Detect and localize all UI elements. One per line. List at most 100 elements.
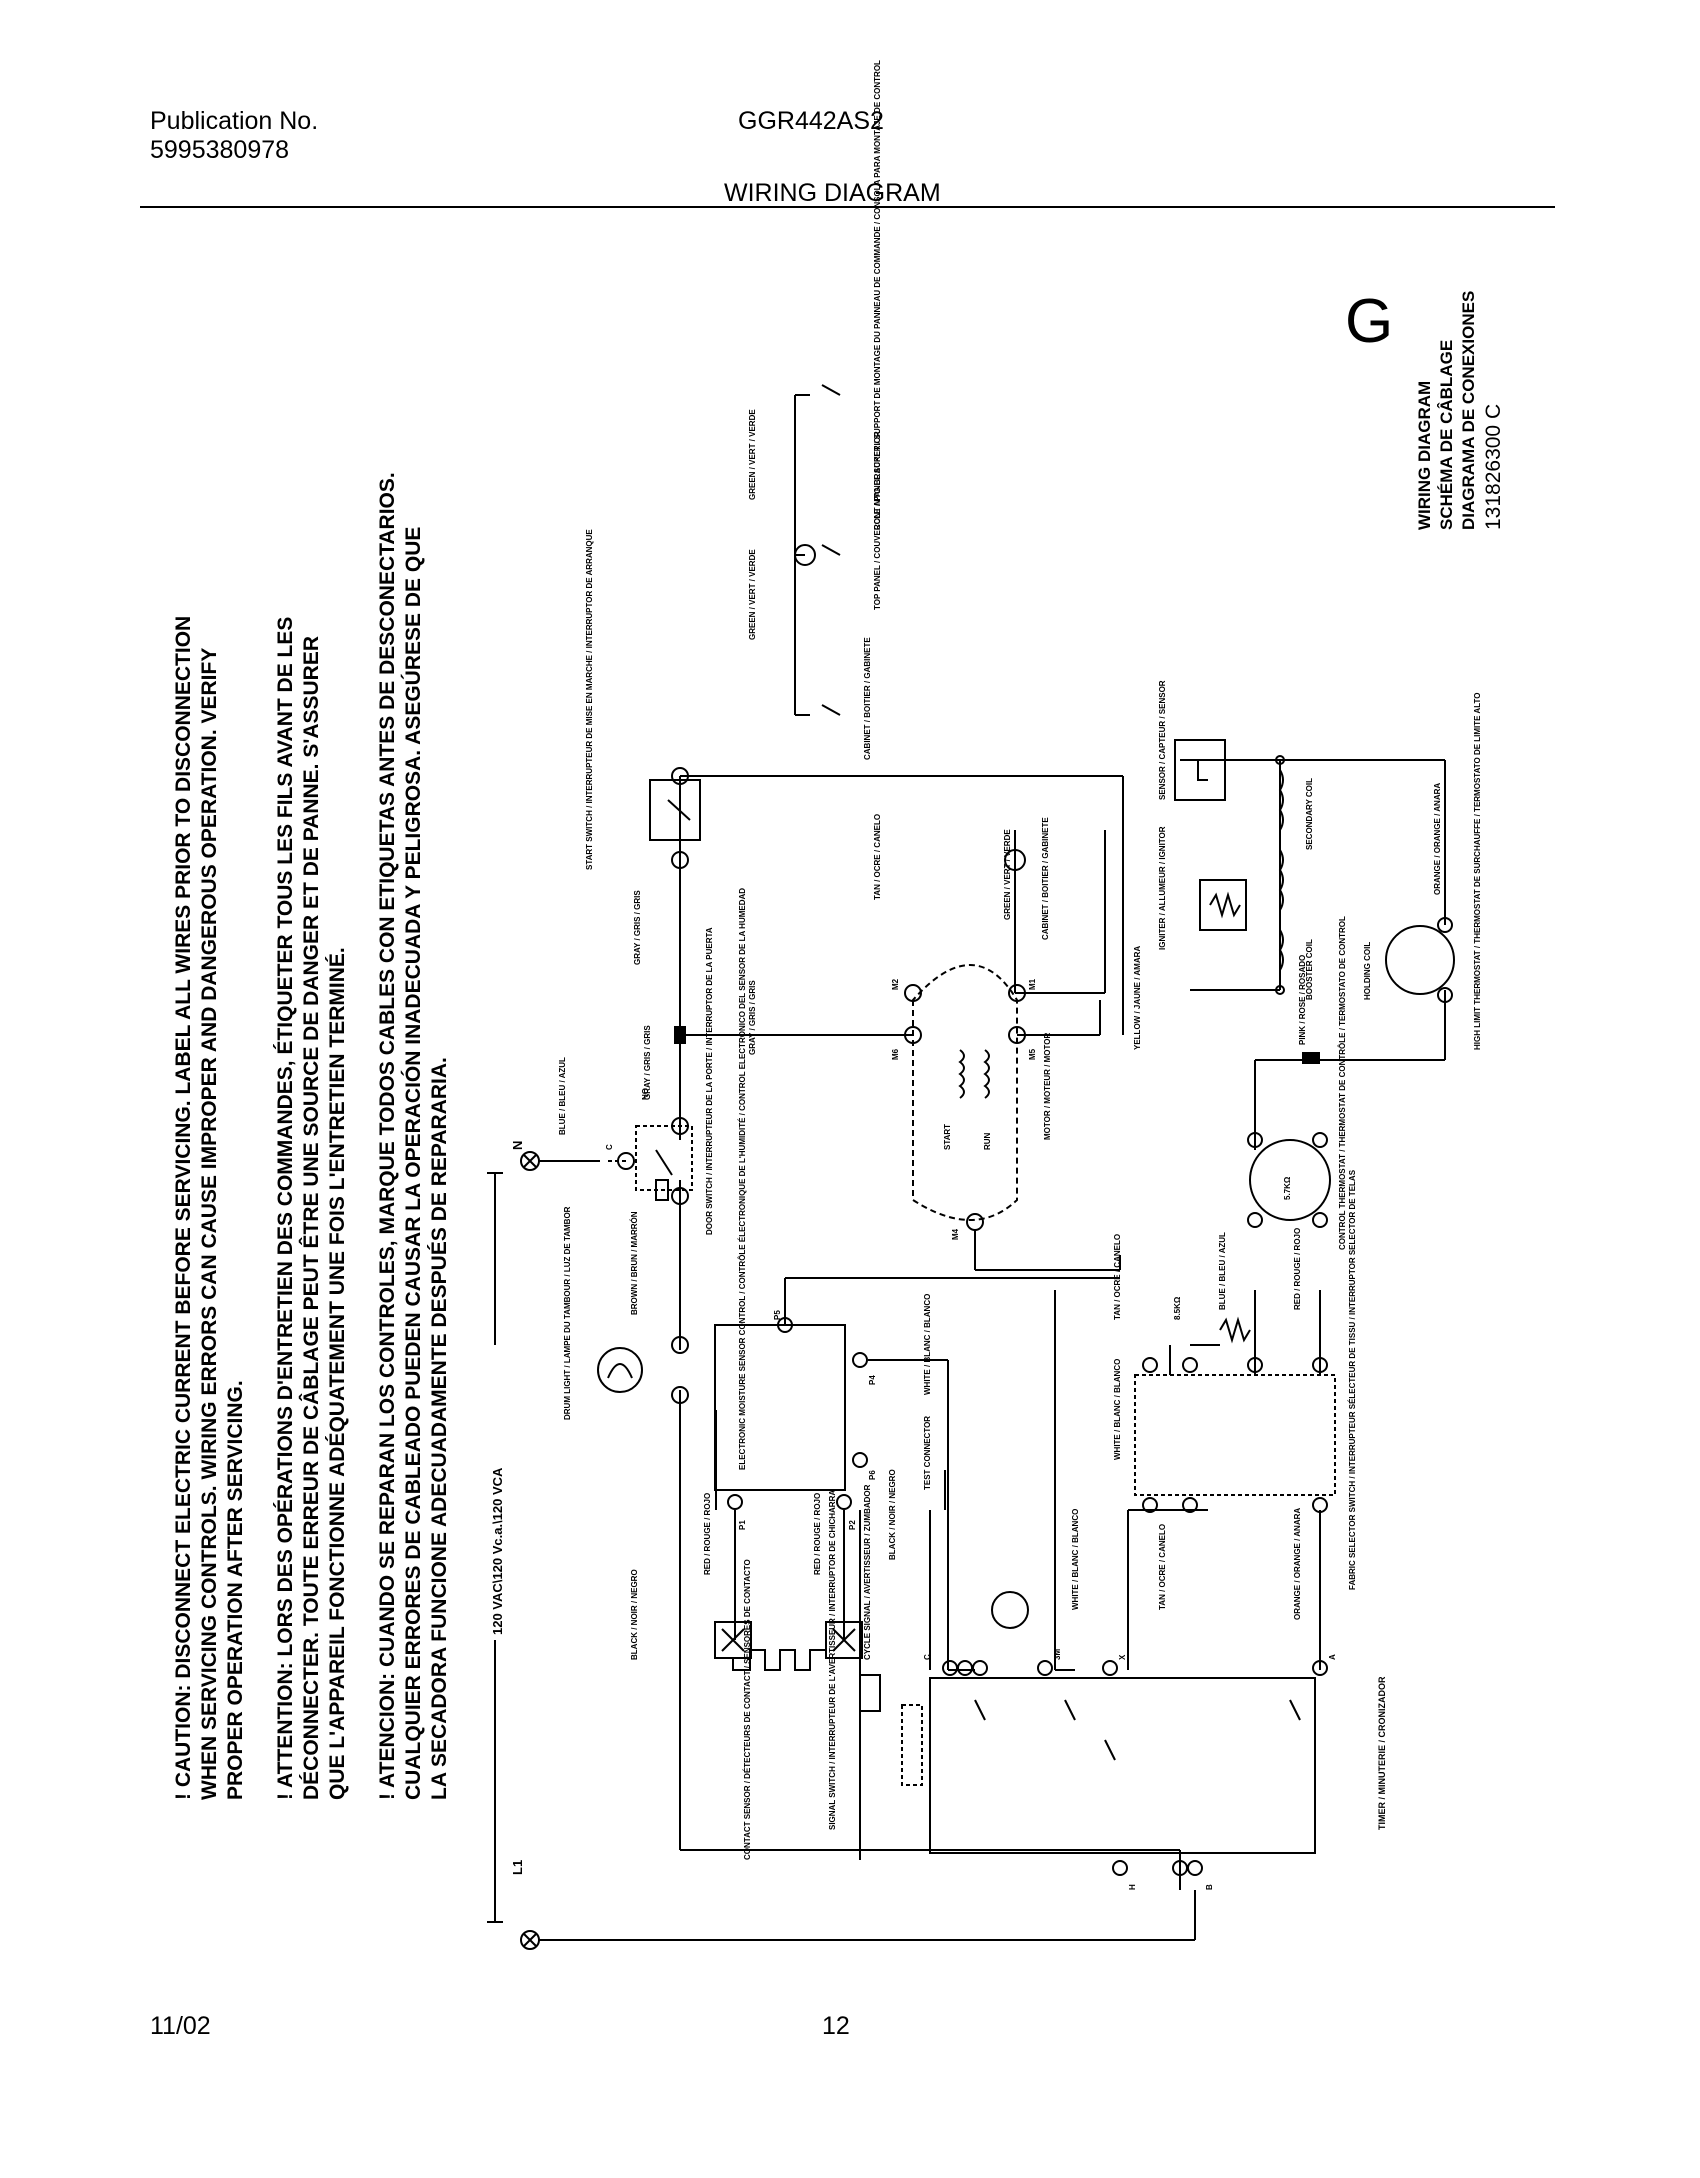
white-wire-label-1: WHITE / BLANC / BLANCO: [923, 1294, 932, 1395]
secondary-coil-label: SECONDARY COIL: [1305, 778, 1314, 850]
timer-label: TIMER / MINUTERIE / CRONIZADOR: [1377, 1676, 1387, 1830]
electronic-sensor-label: ELECTRONIC MOISTURE SENSOR CONTROL / CON…: [738, 888, 747, 1470]
svg-text:P6: P6: [868, 1470, 877, 1480]
white-wire-label-2: WHITE / BLANC / BLANCO: [1071, 1509, 1080, 1610]
svg-text:GRAY / GRIS / GRIS: GRAY / GRIS / GRIS: [643, 1025, 652, 1100]
cabinet-ground-top-label: CABINET / BOITIER / GABINETE: [863, 637, 872, 760]
gray-wire-label-3: GRAY / GRIS / GRIS: [748, 980, 757, 1055]
flame-sensor-label: SENSOR / CAPTEUR / SENSOR: [1158, 680, 1167, 800]
title-drawing-number: 131826300 C: [1482, 404, 1505, 530]
svg-text:ORANGE / ORANGE / ANARA: ORANGE / ORANGE / ANARA: [1293, 1508, 1302, 1620]
svg-text:M1: M1: [1028, 978, 1037, 990]
terminal-labels: NO C M1 M2 M4 M5 M6 P1 P2 P4 P5 P6 3M X …: [605, 978, 1337, 1890]
red-wire-label-3: RED / ROUGE / ROJO: [1293, 1228, 1302, 1310]
start-switch: START SWITCH / INTERRUPTEUR DE MISE EN M…: [585, 529, 701, 870]
tan-wire-label-2: TAN / OCRE / CANELO: [1158, 1524, 1167, 1610]
svg-text:PINK / ROSE / ROSADO: PINK / ROSE / ROSADO: [1298, 955, 1307, 1045]
contact-sensor-label: CONTACT SENSOR / DÉTECTEURS DE CONTACT /…: [743, 1559, 752, 1860]
orange-wire-label-1: ORANGE / ORANGE / ANARA: [1293, 1508, 1302, 1620]
svg-text:RED / ROUGE / ROJO: RED / ROUGE / ROJO: [813, 1493, 822, 1575]
tan-white-wire-label: WHITE / BLANC / BLANCO: [1113, 1359, 1122, 1460]
tan-wire-label-3: TAN / OCRE / CANELO: [1113, 1234, 1122, 1320]
cycle-signal-label: CYCLE SIGNAL / AVERTISSEUR / ZUMBADOR: [863, 1484, 872, 1660]
door-switch-label: DOOR SWITCH / INTERRUPTEUR DE LA PORTE /…: [705, 927, 714, 1235]
svg-text:M2: M2: [891, 978, 900, 990]
cont-mtg-bracket-label: CONT MTG BRACKET / SUPPORT DE MONTAGE DU…: [873, 60, 882, 530]
top-panel-label: TOP PANEL / COUVERCLE / PANEL SUPERIOR: [873, 431, 882, 610]
motor-run-label: RUN: [983, 1132, 992, 1150]
caution-es-line-3: LA SECADORA FUNCIONE ADECUADAMENTE DESPU…: [428, 1057, 451, 1800]
terminal-n: N: [510, 1141, 540, 1171]
svg-text:P1: P1: [738, 1520, 747, 1530]
motor-label: MOTOR / MOTEUR / MOTOR: [1043, 1033, 1052, 1140]
title-block: G WIRING DIAGRAM SCHÉMA DE CÂBLAGE DIAGR…: [1345, 287, 1505, 530]
green-wire-label-motor: GREEN / VERT / VERDE: [1003, 829, 1012, 920]
caution-fr-line-3: QUE L'APPAREIL FONCTIONNE ADÉQUATEMENT U…: [326, 947, 349, 1800]
svg-text:P4: P4: [868, 1375, 877, 1385]
booster-coil-label: BOOSTER COIL: [1305, 939, 1314, 1000]
title-letter: G: [1345, 287, 1393, 356]
green-wire-label-1: GREEN / VERT / VERDE: [748, 549, 757, 640]
terminal-n-label: N: [510, 1141, 525, 1150]
svg-text:3M: 3M: [1053, 1649, 1062, 1660]
red-wire-label-1: RED / ROUGE / ROJO: [703, 1493, 712, 1575]
flame-sensor: SENSOR / CAPTEUR / SENSOR: [1158, 680, 1226, 801]
test-connector-label: TEST CONNECTOR: [923, 1416, 932, 1490]
ohm-resistor-label: 8.5KΩ: [1173, 1296, 1182, 1320]
cycle-signal: CYCLE SIGNAL / AVERTISSEUR / ZUMBADOR: [859, 1484, 881, 1712]
svg-text:BLUE / BLEU / AZUL: BLUE / BLEU / AZUL: [558, 1057, 567, 1135]
gray-wire-label-2: GRAY / GRIS / GRIS: [633, 890, 642, 965]
svg-text:BLUE / BLEU / AZUL: BLUE / BLEU / AZUL: [1218, 1232, 1227, 1310]
caution-es-line-1: ! ATENCION: CUANDO SE REPARAN LOS CONTRO…: [376, 472, 399, 1800]
svg-text:GRAY / GRIS / GRIS: GRAY / GRIS / GRIS: [633, 890, 642, 965]
section-title: WIRING DIAGRAM: [724, 179, 941, 207]
footer-page-number: 12: [822, 2012, 850, 2040]
blue-wire-label: BLUE / BLEU / AZUL: [558, 1057, 567, 1135]
green-wire-label-2: GREEN / VERT / VERDE: [748, 409, 757, 500]
gray-wire-label-1: GRAY / GRIS / GRIS: [643, 1025, 652, 1100]
svg-text:TAN / OCRE / CANELO: TAN / OCRE / CANELO: [873, 814, 882, 900]
blue-wire-label-2: BLUE / BLEU / AZUL: [1218, 1232, 1227, 1310]
svg-text:WHITE / BLANC / BLANCO: WHITE / BLANC / BLANCO: [923, 1294, 932, 1395]
svg-text:WHITE / BLANC / BLANCO: WHITE / BLANC / BLANCO: [1071, 1509, 1080, 1610]
svg-text:X: X: [1118, 1654, 1127, 1660]
svg-text:M4: M4: [951, 1228, 960, 1240]
motor-cabinet-ground: CABINET / BOITIER / GABINETE GREEN / VER…: [1003, 817, 1050, 940]
thermostat-resistor-label: 5.7KΩ: [1283, 1176, 1292, 1200]
door-switch: DOOR SWITCH / INTERRUPTEUR DE LA PORTE /…: [617, 927, 714, 1235]
high-limit-label: HIGH LIMIT THERMOSTAT / THERMOSTAT DE SU…: [1473, 693, 1482, 1050]
cabinet-ground-label: CABINET / BOITIER / GABINETE: [1041, 817, 1050, 940]
ground-tree: CABINET / BOITIER / GABINETE TOP PANEL /…: [748, 60, 882, 760]
voltage-dimension: 120 VAC\120 Vc.a.\120 VCA: [487, 1172, 505, 1923]
svg-text:C: C: [605, 1144, 614, 1150]
svg-text:C: C: [923, 1654, 932, 1660]
pink-wire-label: PINK / ROSE / ROSADO: [1298, 955, 1307, 1045]
caution-en-line-1: ! CAUTION: DISCONNECT ELECTRIC CURRENT B…: [172, 616, 195, 1800]
drum-light: DRUM LIGHT / LAMPE DU TAMBOUR / LUZ DE T…: [563, 1206, 689, 1420]
igniter-label: IGNITER / ALLUMEUR / IGNITOR: [1158, 826, 1167, 950]
drum-light-label: DRUM LIGHT / LAMPE DU TAMBOUR / LUZ DE T…: [563, 1206, 572, 1420]
svg-text:A: A: [1328, 1654, 1337, 1660]
title-line-1: WIRING DIAGRAM: [1415, 381, 1434, 530]
svg-text:WHITE / BLANC / BLANCO: WHITE / BLANC / BLANCO: [1113, 1359, 1122, 1460]
svg-text:H: H: [1128, 1884, 1137, 1890]
control-thermostat: CONTROL THERMOSTAT / THERMOSTAT DE CONTR…: [1247, 916, 1347, 1250]
svg-text:YELLOW / JAUNE / AMARA: YELLOW / JAUNE / AMARA: [1133, 946, 1142, 1050]
svg-text:NO: NO: [641, 1088, 650, 1100]
signal-switch-label: SIGNAL SWITCH / INTERRUPTEUR DE L'AVERTI…: [828, 1490, 837, 1830]
svg-text:ORANGE / ORANGE / ANARA: ORANGE / ORANGE / ANARA: [1433, 783, 1442, 895]
red-wire-label-2: RED / ROUGE / ROJO: [813, 1493, 822, 1575]
publication-label: Publication No.: [150, 107, 319, 135]
fabric-selector-switch: FABRIC SELECTOR SWITCH / INTERRUPTEUR SÉ…: [1134, 1169, 1357, 1590]
wires: [539, 394, 1446, 1941]
svg-text:M5: M5: [1028, 1048, 1037, 1060]
black-wire-label-1: BLACK / NOIR / NEGRO: [888, 1469, 897, 1560]
caution-block: ! CAUTION: DISCONNECT ELECTRIC CURRENT B…: [172, 472, 451, 1800]
svg-text:B: B: [1205, 1884, 1214, 1890]
svg-text:RED / ROUGE / ROJO: RED / ROUGE / ROJO: [703, 1493, 712, 1575]
orange-wire-label-2: ORANGE / ORANGE / ANARA: [1433, 783, 1442, 895]
svg-text:RED / ROUGE / ROJO: RED / ROUGE / ROJO: [1293, 1228, 1302, 1310]
caution-es-line-2: CUALQUIER ERRORES DE CABLEADO PUEDEN CAU…: [401, 527, 425, 1800]
caution-en-line-3: PROPER OPERATION AFTER SERVICING.: [224, 1380, 247, 1800]
